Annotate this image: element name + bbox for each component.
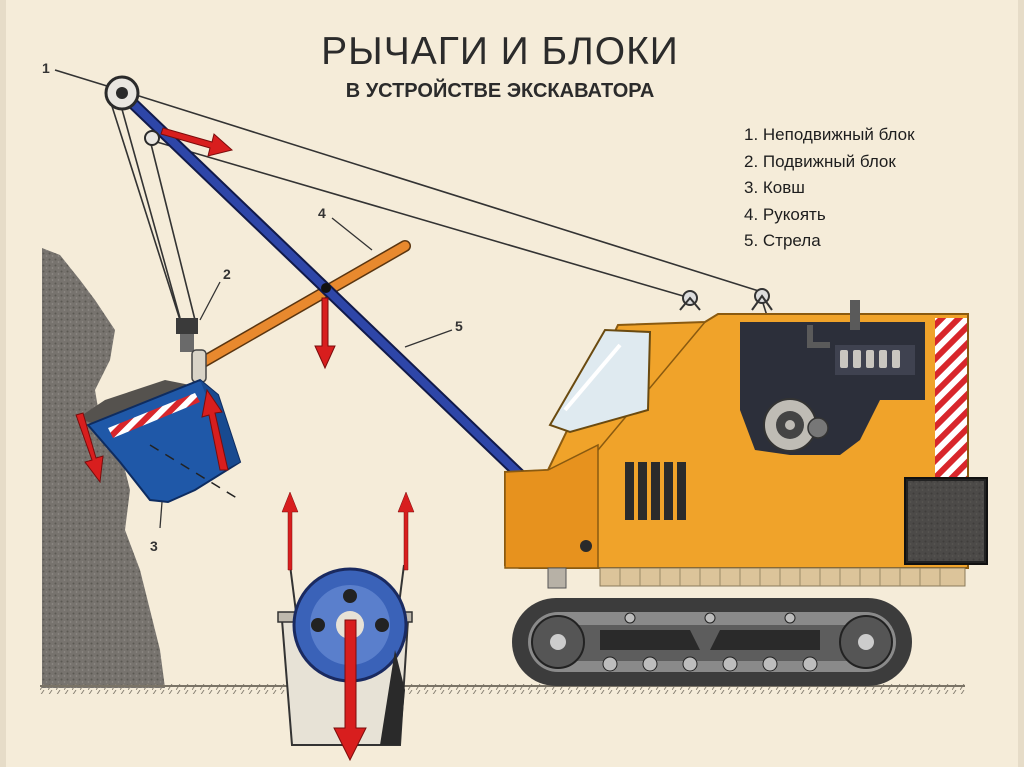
cab-window — [548, 328, 652, 434]
ground-line — [40, 684, 965, 694]
pivot — [321, 283, 331, 293]
callout-3: 3 — [150, 538, 158, 554]
legend-item-fixed-pulley: 1. Неподвижный блок — [744, 125, 915, 144]
crawler-track — [512, 598, 912, 686]
diagram-subtitle: В УСТРОЙСТВЕ ЭКСКАВАТОРА — [345, 80, 655, 102]
callout-2: 2 — [223, 266, 231, 282]
boom — [116, 87, 594, 546]
callout-5: 5 — [455, 318, 463, 334]
cables — [54, 69, 801, 421]
callout-4: 4 — [318, 205, 326, 221]
movable-pulley — [176, 318, 207, 383]
vent-grille — [625, 462, 686, 520]
force-arrows — [75, 127, 415, 762]
handle — [197, 240, 411, 368]
legend-item-boom: 5. Стрела — [744, 231, 821, 250]
callout-leaders — [159, 217, 453, 529]
right-edge — [1018, 0, 1024, 767]
rock-face — [42, 248, 165, 688]
legend: 1. Неподвижный блок 2. Подвижный блок 3.… — [744, 122, 915, 255]
callout-1: 1 — [42, 60, 50, 76]
legend-item-movable-pulley: 2. Подвижный блок — [744, 151, 896, 171]
diagram-title: РЫЧАГИ И БЛОКИ — [321, 30, 679, 73]
fixed-pulley — [104, 75, 160, 146]
hazard-stripes — [935, 318, 967, 478]
excavator-body — [504, 288, 988, 569]
winch-drum — [763, 398, 829, 452]
legend-item-bucket: 3. Ковш — [744, 178, 805, 197]
left-edge — [0, 0, 6, 767]
turntable — [599, 567, 966, 587]
legend-item-handle: 4. Рукоять — [744, 204, 826, 224]
roof-sheaves — [679, 288, 773, 311]
